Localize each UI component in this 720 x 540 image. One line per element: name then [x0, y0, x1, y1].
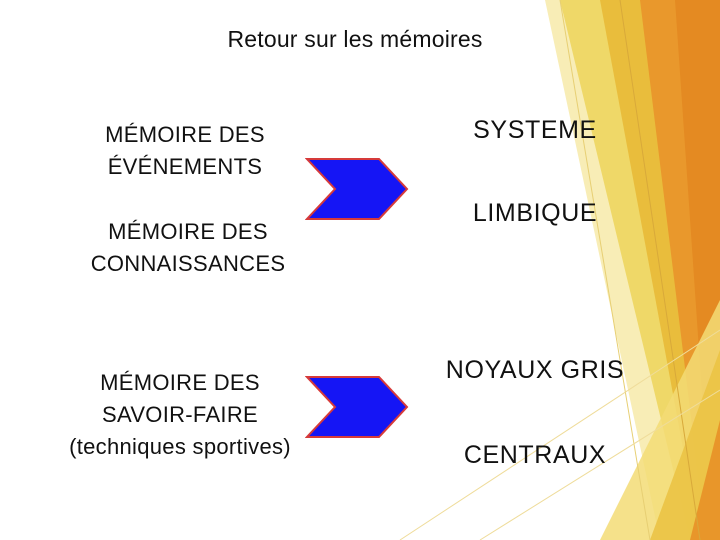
deco-thin-line — [619, 0, 701, 540]
label-limbic-system-line2: LIMBIQUE — [472, 199, 598, 227]
label-line: MÉMOIRE DES — [100, 370, 260, 395]
chevron-arrow-top — [305, 158, 409, 220]
deco-thin-line — [479, 389, 720, 540]
label-limbic-system-line1: SYSTEME — [473, 116, 597, 144]
deco-lower-orange — [690, 420, 720, 540]
chevron-arrow-bottom — [305, 376, 409, 438]
label-basal-ganglia-line2: CENTRAUX — [463, 441, 607, 469]
label-memory-knowledge: MÉMOIRE DES CONNAISSANCES — [58, 216, 318, 280]
label-line: MÉMOIRE DES — [108, 219, 268, 244]
deco-thin-line — [559, 0, 651, 540]
label-memory-skills: MÉMOIRE DES SAVOIR-FAIRE (techniques spo… — [20, 367, 340, 463]
label-line: (techniques sportives) — [69, 434, 291, 459]
label-basal-ganglia-line1: NOYAUX GRIS — [445, 356, 625, 384]
deco-thin-line — [399, 329, 720, 540]
label-line: MÉMOIRE DES — [105, 122, 265, 147]
label-line: CONNAISSANCES — [90, 251, 286, 276]
slide-title: Retour sur les mémoires — [227, 26, 483, 52]
label-memory-events: MÉMOIRE DES ÉVÉNEMENTS — [70, 119, 300, 183]
label-line: SAVOIR-FAIRE — [102, 402, 258, 427]
label-line: ÉVÉNEMENTS — [107, 154, 263, 179]
